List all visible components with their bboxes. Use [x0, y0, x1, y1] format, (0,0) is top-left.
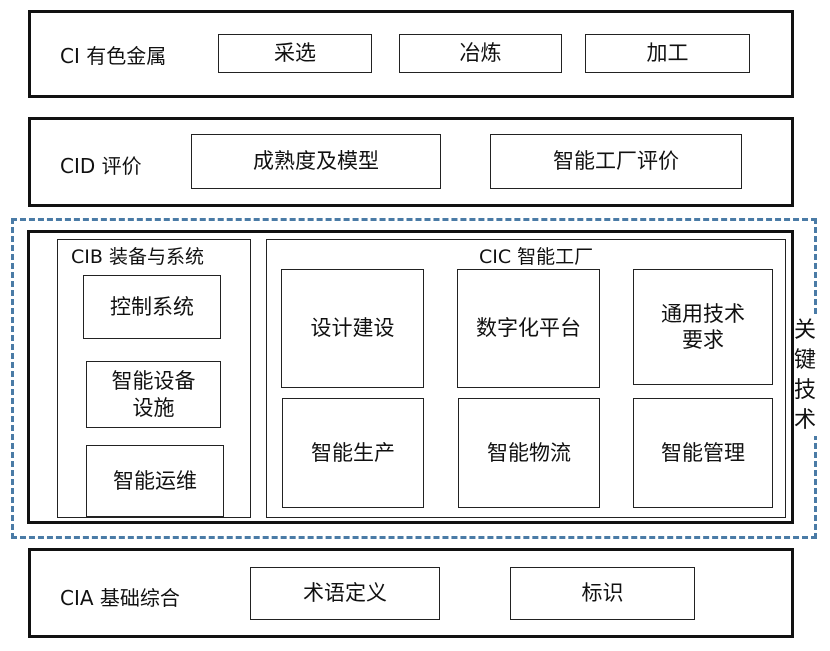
- cic-item-smart-logistics: 智能物流: [458, 398, 600, 508]
- cic-item-design-build: 设计建设: [281, 269, 424, 388]
- key-tech-label: 关 键 技 术: [792, 316, 818, 436]
- cid-title: CID 评价: [60, 154, 142, 178]
- cic-item-smart-management: 智能管理: [633, 398, 773, 508]
- cia-item-terminology: 术语定义: [250, 567, 440, 620]
- cia-item-identification: 标识: [510, 567, 695, 620]
- cic-title: CIC 智能工厂: [479, 242, 594, 269]
- ci-item-processing: 加工: [585, 34, 750, 73]
- cic-item-digital-platform: 数字化平台: [457, 269, 600, 388]
- cid-item-maturity-model: 成熟度及模型: [191, 134, 441, 189]
- cic-item-general-tech: 通用技术 要求: [633, 269, 773, 385]
- cia-title: CIA 基础综合: [60, 586, 180, 610]
- cib-title: CIB 装备与系统: [71, 242, 204, 269]
- ci-item-mining: 采选: [218, 34, 372, 73]
- cib-item-control-system: 控制系统: [83, 275, 221, 339]
- cic-item-smart-production: 智能生产: [282, 398, 424, 508]
- cib-item-smart-ops: 智能运维: [86, 445, 224, 517]
- ci-item-smelting: 冶炼: [399, 34, 562, 73]
- cid-item-smart-factory-eval: 智能工厂评价: [490, 134, 742, 189]
- cib-item-smart-equipment: 智能设备 设施: [86, 361, 221, 428]
- ci-title: CI 有色金属: [60, 44, 167, 68]
